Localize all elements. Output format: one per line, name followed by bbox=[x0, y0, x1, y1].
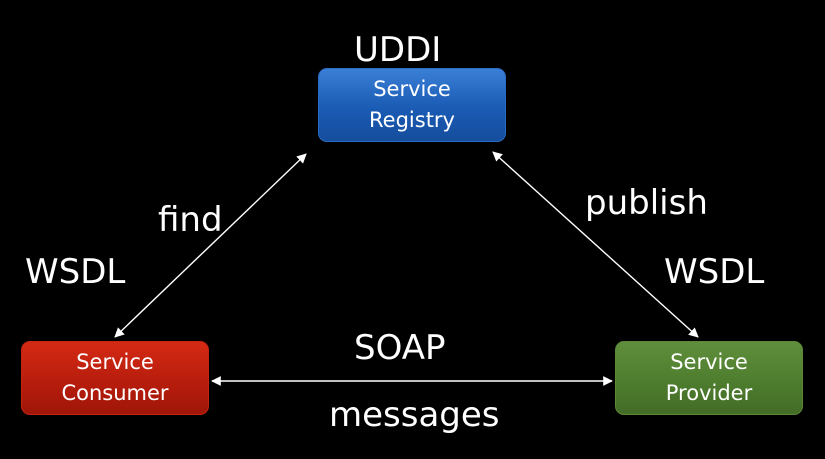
consumer-line1: Service bbox=[76, 350, 154, 374]
registry-line2: Registry bbox=[369, 108, 455, 132]
service-provider-box: Service Provider bbox=[615, 341, 803, 415]
wsdl-left-label: WSDL bbox=[25, 252, 126, 292]
service-registry-box: Service Registry bbox=[318, 68, 506, 142]
publish-arrow bbox=[492, 151, 699, 338]
publish-label: publish bbox=[585, 183, 708, 223]
provider-line1: Service bbox=[670, 350, 748, 374]
find-arrow bbox=[114, 153, 307, 338]
soap-label: SOAP bbox=[354, 328, 446, 368]
service-consumer-box: Service Consumer bbox=[21, 341, 209, 415]
wsdl-right-label: WSDL bbox=[664, 252, 765, 292]
provider-line2: Provider bbox=[665, 381, 753, 405]
find-label: find bbox=[158, 200, 223, 240]
registry-line1: Service bbox=[373, 77, 451, 101]
consumer-line2: Consumer bbox=[61, 381, 169, 405]
uddi-label: UDDI bbox=[354, 30, 442, 70]
messages-label: messages bbox=[329, 395, 500, 435]
